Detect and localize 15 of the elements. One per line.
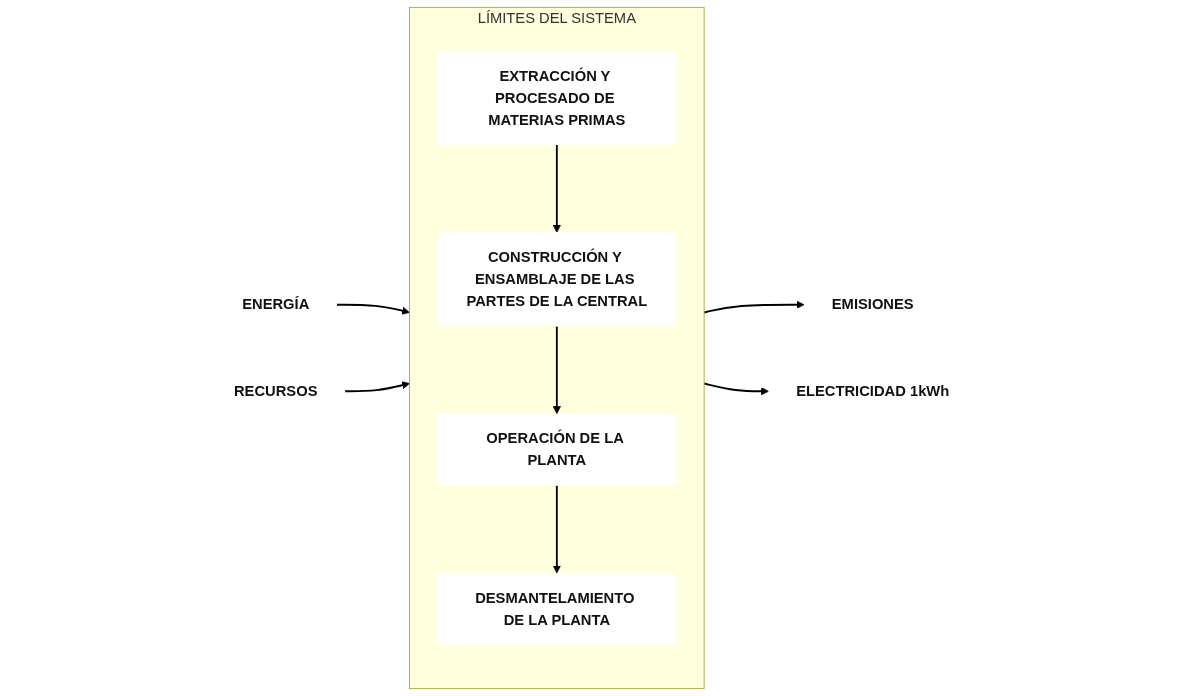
arrow	[335, 303, 410, 315]
node-text: ENERGÍA	[242, 296, 310, 313]
node-box: CONSTRUCCIÓN Y ENSAMBLAJE DE LAS PARTES DE LA CENTRAL	[437, 232, 677, 327]
node-box: DESMANTELAMIENTO DE LA PLANTA	[437, 573, 677, 645]
node-text: ELECTRICIDAD 1kWh	[796, 382, 950, 399]
arrow	[552, 325, 561, 415]
arrow	[344, 381, 410, 393]
node-box: OPERACIÓN DE LA PLANTA	[437, 413, 677, 486]
node-box: EXTRACCIÓN Y PROCESADO DE MATERIAS PRIMAS	[437, 51, 677, 145]
arrow	[552, 144, 561, 233]
node-text: EMISIONES	[831, 296, 914, 313]
arrow	[703, 300, 805, 314]
node-text: RECURSOS	[233, 382, 318, 399]
arrow	[552, 484, 561, 574]
arrow	[703, 382, 769, 396]
